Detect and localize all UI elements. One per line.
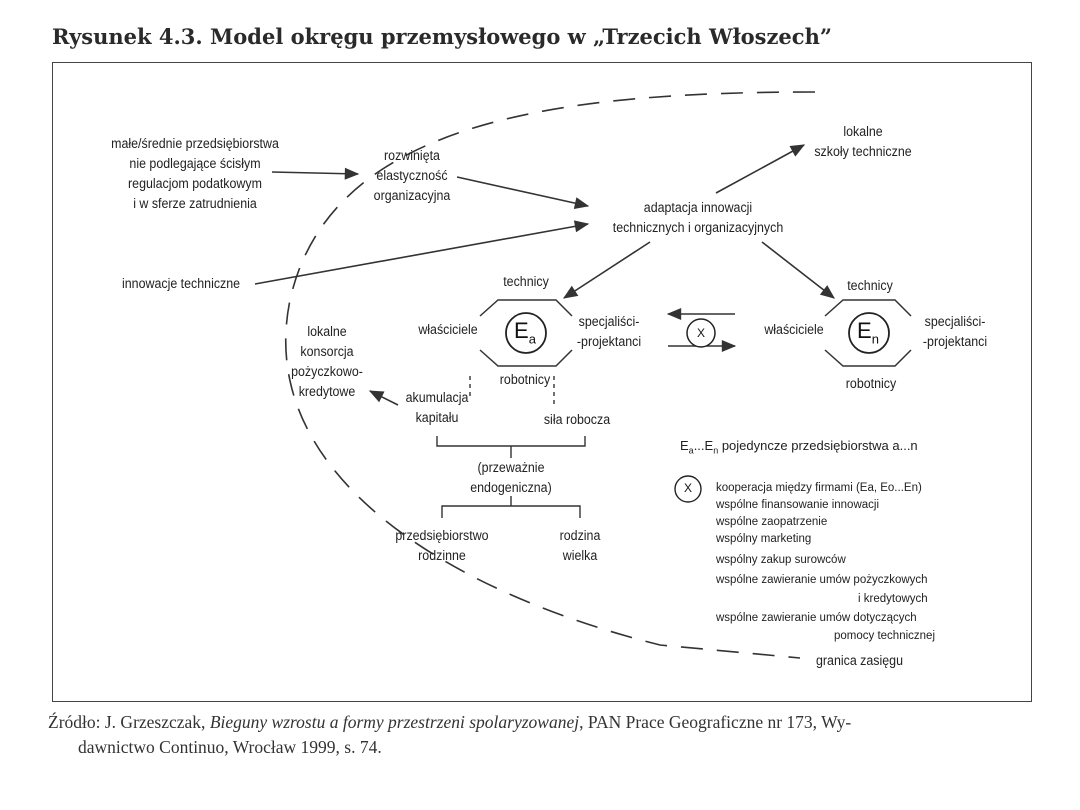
node-innowacje: innowacje techniczne bbox=[122, 276, 241, 291]
node-sila-robocza: siła robocza bbox=[543, 412, 611, 427]
legend-item-7: wspólne zawieranie umów dotyczących bbox=[716, 612, 917, 624]
arrow-rozwinieta-to-adaptacja bbox=[456, 176, 590, 210]
figure-title: Rysunek 4.3. Model okręgu przemysłowego … bbox=[52, 24, 832, 49]
en-sub: n bbox=[871, 331, 879, 347]
node-przedsiebiorstwo: przedsiębiorstwo rodzinne bbox=[395, 528, 489, 563]
legend-item-6: i kredytowych bbox=[858, 593, 928, 605]
ea-specjalisci: specjaliści- -projektanci bbox=[576, 314, 642, 349]
en-circle bbox=[848, 312, 890, 354]
legend-item-0: kooperacja między firmami (Ea, Eo...En) bbox=[716, 482, 922, 494]
legend-item-5: wspólne zawieranie umów pożyczkowych bbox=[716, 574, 928, 586]
node-lokalne-konsorcja: lokalne konsorcja pożyczkowo- kredytowe bbox=[291, 324, 363, 399]
arrow-male-to-rozwinieta bbox=[271, 167, 360, 180]
en-technicy: technicy bbox=[847, 278, 893, 293]
node-adaptacja: adaptacja innowacji technicznych i organ… bbox=[612, 200, 784, 235]
arrow-adaptacja-to-ea bbox=[562, 241, 651, 299]
en-base: E bbox=[857, 318, 872, 343]
arrow-adaptacja-to-szkoly bbox=[715, 144, 806, 194]
legend-head-e1: E bbox=[680, 438, 689, 453]
tree-top-bracket bbox=[436, 436, 586, 447]
legend-item-3: wspólny marketing bbox=[716, 533, 812, 545]
legend-head-sub2: n bbox=[713, 445, 719, 456]
source-note: Źródło: J. Grzeszczak, Bieguny wzrostu a… bbox=[48, 710, 1028, 760]
ea-wlasciciele: właściciele bbox=[418, 322, 478, 337]
tree-bottom-bracket bbox=[441, 505, 581, 518]
legend-item-4: wspólny zakup surowców bbox=[716, 554, 846, 566]
ea-bracket-top bbox=[479, 299, 573, 317]
legend-head-mid: ...E bbox=[693, 438, 714, 453]
node-rodzina: rodzina wielka bbox=[559, 528, 601, 563]
en-label: En bbox=[857, 318, 879, 346]
ea-label: Ea bbox=[514, 318, 536, 346]
node-lokalne-szkoly: lokalne szkoły techniczne bbox=[814, 124, 912, 159]
ea-robotnicy: robotnicy bbox=[499, 372, 551, 387]
node-przewaznie: (przeważnie endogeniczna) bbox=[470, 460, 552, 495]
source-prefix: Źródło: J. Grzeszczak, bbox=[48, 712, 210, 732]
legend-head-rest: pojedyncze przedsiębiorstwa a...n bbox=[718, 438, 918, 453]
diagram-frame bbox=[52, 62, 1032, 702]
en-wlasciciele: właściciele bbox=[764, 322, 824, 337]
arrow-adaptacja-to-en bbox=[761, 241, 835, 299]
source-line2: dawnictwo Continuo, Wrocław 1999, s. 74. bbox=[78, 737, 382, 757]
ea-sub: a bbox=[528, 331, 536, 347]
cooperation-circle bbox=[686, 318, 716, 348]
node-rozwinieta: rozwinięta elastyczność organizacyjna bbox=[373, 148, 451, 203]
arrow-innowacje-to-adaptacja bbox=[254, 220, 590, 285]
arrow-akumulacja-to-konsorcja bbox=[368, 390, 399, 406]
node-akumulacja: akumulacja kapitału bbox=[405, 390, 469, 425]
en-bracket-bottom bbox=[824, 349, 912, 367]
legend-item-1: wspólne finansowanie innowacji bbox=[716, 499, 880, 511]
legend-x-label: X bbox=[684, 481, 693, 495]
legend-item-2: wspólne zaopatrzenie bbox=[716, 516, 828, 528]
boundary-dashed-line bbox=[284, 91, 816, 659]
legend-heading: Ea...En pojedyncze przedsiębiorstwa a...… bbox=[680, 438, 918, 456]
en-robotnicy: robotnicy bbox=[845, 376, 897, 391]
source-suffix: , PAN Prace Geograficzne nr 173, Wy- bbox=[579, 712, 852, 732]
en-specjalisci: specjaliści- -projektanci bbox=[922, 314, 988, 349]
node-male-srednie: małe/średnie przedsiębiorstwa nie podleg… bbox=[111, 136, 279, 211]
legend-x-circle bbox=[674, 475, 702, 503]
ea-base: E bbox=[514, 318, 529, 343]
node-granica: granica zasięgu bbox=[816, 653, 903, 668]
ea-circle bbox=[505, 312, 547, 354]
en-bracket-top bbox=[824, 299, 912, 317]
cooperation-x-label: X bbox=[697, 326, 706, 340]
ea-bracket-bottom bbox=[479, 349, 573, 367]
source-book-title: Bieguny wzrostu a formy przestrzeni spol… bbox=[209, 712, 580, 732]
ea-technicy: technicy bbox=[503, 274, 549, 289]
legend-head-sub1: a bbox=[688, 445, 694, 456]
legend-item-8: pomocy technicznej bbox=[834, 630, 935, 642]
